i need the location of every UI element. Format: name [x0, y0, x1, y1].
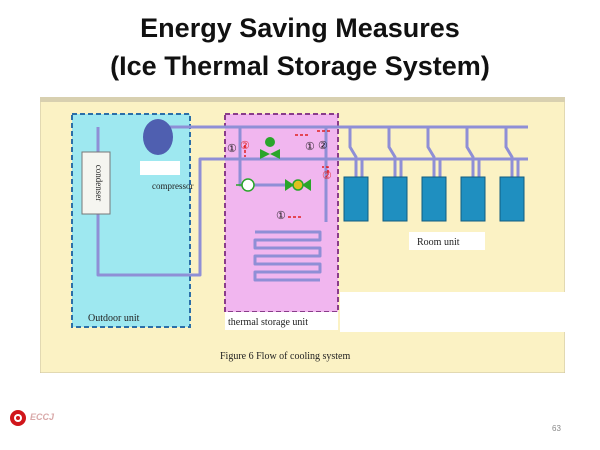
room-unit-pipe [504, 127, 514, 177]
valve-body-left [260, 149, 270, 159]
room-unit-label: Room unit [417, 237, 460, 248]
outdoor-unit-box [71, 113, 191, 328]
valve-top-icon [265, 137, 275, 147]
room-unit [382, 176, 408, 222]
room-unit [343, 176, 369, 222]
room-unit-pipe [387, 127, 397, 177]
room-unit [499, 176, 525, 222]
room-area-blank [340, 292, 565, 332]
condenser-label: condenser [94, 165, 104, 201]
valve-sensor-icon [292, 179, 304, 191]
figure-top-edge [40, 97, 565, 102]
marker-2-c: ② [322, 170, 332, 182]
figure-caption: Figure 6 Flow of cooling system [220, 351, 350, 362]
room-unit-label-box [409, 232, 485, 250]
room-unit-pipe [348, 127, 358, 177]
marker-1-a: ① [227, 143, 237, 155]
eccj-logo-icon [10, 410, 26, 426]
valve-body-right [270, 149, 280, 159]
slide-title-line1: Energy Saving Measures [140, 13, 460, 43]
valve-2-right [302, 179, 311, 191]
flow-arrow-4 [322, 166, 329, 173]
marker-2-b: ② [318, 140, 328, 152]
slide-title-line2: (Ice Thermal Storage System) [110, 51, 490, 81]
room-unit-branches [348, 127, 520, 177]
marker-1-b: ① [305, 141, 315, 153]
compressor [143, 119, 173, 155]
compressor-label: compressor [152, 181, 194, 191]
flow-arrows [244, 130, 330, 218]
room-unit [421, 176, 447, 222]
room-unit-pipe [465, 127, 475, 177]
valve-2-left [285, 179, 294, 191]
footer-brand: ECCJ [30, 412, 55, 422]
room-unit-pipe [426, 127, 436, 177]
room-unit [460, 176, 486, 222]
storage-label-box [225, 312, 338, 330]
condenser [81, 151, 111, 215]
outdoor-unit-label: Outdoor unit [88, 313, 140, 324]
thermal-storage-unit-label: thermal storage unit [228, 317, 308, 328]
page-number: 63 [552, 424, 561, 433]
room-units [343, 176, 525, 222]
ice-storage-coil [253, 230, 322, 282]
marker-2-a: ② [240, 140, 250, 152]
eccj-logo-dot [16, 416, 20, 420]
pump-icon [241, 178, 255, 192]
compressor-label-box [140, 161, 180, 175]
cooling-system-diagram: condenser compressor ① ② ① ② ② ① Room un… [40, 97, 565, 373]
marker-1-c: ① [276, 210, 286, 222]
